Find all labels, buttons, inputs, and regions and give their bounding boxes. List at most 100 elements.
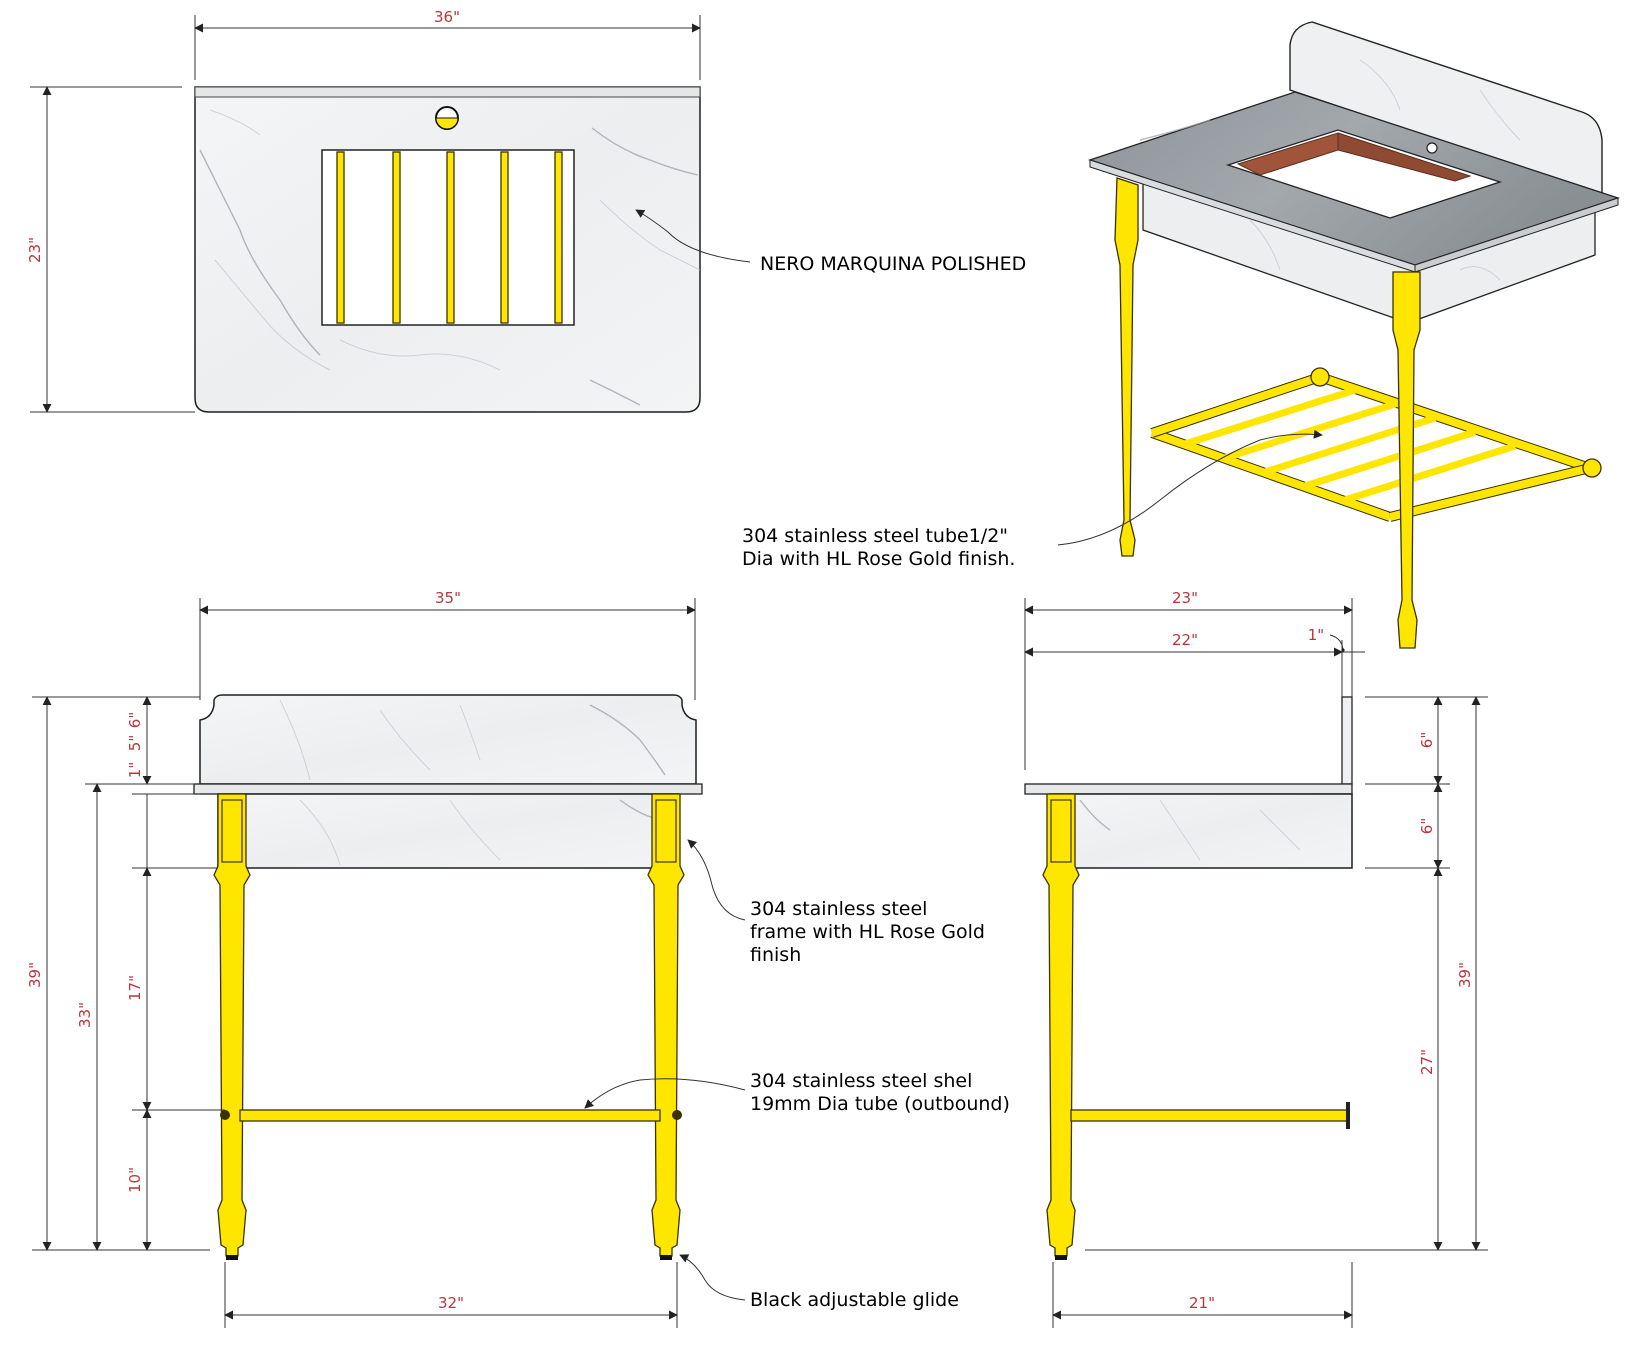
front-leg-right-panel (655, 799, 677, 863)
side-leg-label: 27" (1418, 1049, 1436, 1075)
side-top-slab (1024, 783, 1353, 795)
iso-tube-note-line2: Dia with HL Rose Gold finish. (742, 548, 1015, 570)
iso-tube-note-line1: 304 stainless steel tube1/2" (742, 525, 1008, 547)
side-view: 23" 22" 1" 6" 6" 27" 39" (1024, 589, 1488, 1328)
front-vein (299, 799, 341, 866)
iso-shelf-back-rail (1318, 373, 1592, 472)
front-leg-right (647, 793, 685, 1257)
front-backsplash (199, 694, 697, 785)
side-leg (1042, 793, 1080, 1257)
plan-vein-4 (599, 199, 701, 271)
iso-backing-wood-side (1337, 132, 1472, 182)
front-leg-span-label: 32" (438, 1294, 464, 1312)
front-leg-left (213, 793, 251, 1257)
iso-vein (1359, 59, 1401, 111)
front-counter-height-label: 33" (76, 1002, 94, 1028)
side-apron (1049, 793, 1353, 869)
iso-view (1087, 21, 1621, 649)
side-shelf-end (1346, 1102, 1350, 1129)
plan-width-label: 36" (434, 8, 460, 26)
plan-depth-label: 23" (26, 237, 44, 263)
front-shelf-tube (239, 1109, 661, 1122)
iso-shelf-cap (1582, 458, 1602, 478)
iso-top-edge-side (1414, 197, 1619, 273)
plan-vein-7 (209, 109, 261, 136)
side-vein (1079, 799, 1111, 831)
plan-vein-6 (339, 339, 501, 371)
front-leg-left-panel (221, 799, 243, 863)
front-apron (217, 793, 679, 869)
side-vein (1259, 809, 1301, 851)
front-glide-right (660, 1255, 672, 1260)
front-frame-note-line1: 304 stainless steel (750, 898, 927, 920)
front-shelf-cap-right (672, 1110, 682, 1120)
plan-shelf-bar (446, 151, 455, 324)
faucet-hole-fill (435, 117, 459, 130)
iso-faucet-hole (1426, 142, 1438, 154)
plan-shelf-bars (336, 151, 563, 324)
front-top-slab (193, 783, 703, 795)
iso-vein (1479, 89, 1521, 141)
plan-shelf-bar (500, 151, 509, 324)
front-topslab-label: 1" (126, 762, 144, 778)
front-frame-note-line2: frame with HL Rose Gold (750, 921, 985, 943)
front-glide-left (226, 1255, 238, 1260)
side-overall-height-label: 39" (1456, 962, 1474, 988)
front-glide-leader (679, 1254, 746, 1301)
side-inner-depth-label: 22" (1172, 631, 1198, 649)
plan-view: 36" 23" NERO MARQUINA POLISHED (26, 8, 1026, 413)
side-apron-label: 6" (1418, 818, 1436, 834)
side-base-depth-label: 21" (1189, 1294, 1215, 1312)
front-overall-height-label: 39" (26, 962, 44, 988)
side-vein (1159, 799, 1201, 861)
front-backsplash-label: 5" (126, 735, 144, 751)
plan-vein-1 (199, 149, 321, 356)
iso-leg-front-left (1114, 177, 1139, 557)
front-shelf-note-line2: 19mm Dia tube (outbound) (750, 1093, 1010, 1115)
iso-vein (1459, 266, 1501, 281)
iso-vein (1139, 119, 1211, 141)
front-frame-leader (687, 839, 746, 921)
iso-shelf-slat (1303, 428, 1477, 490)
iso-shelf-front-rail (1150, 429, 1392, 521)
front-vein (379, 709, 431, 771)
plan-vein-5 (589, 379, 641, 406)
plan-shelf-bar (336, 151, 345, 324)
side-leg-panel (1050, 799, 1072, 863)
side-backsplash (1341, 696, 1353, 785)
plan-vein-3 (591, 127, 699, 176)
side-thk-leader (1329, 634, 1345, 652)
front-leg-lower-label: 10" (126, 1167, 144, 1193)
side-backsplash-height-label: 6" (1418, 732, 1436, 748)
front-vein (279, 699, 311, 781)
side-backsplash-thk-label: 1" (1308, 626, 1324, 644)
iso-shelf-slat (1343, 442, 1517, 504)
iso-shelf (1150, 367, 1602, 522)
front-shelf-note-line1: 304 stainless steel shel (750, 1070, 972, 1092)
plan-backsplash-edge (194, 86, 701, 98)
side-shelf-arm (1070, 1109, 1348, 1122)
iso-vein (1249, 219, 1281, 271)
front-vein (589, 704, 666, 776)
iso-leg-front-right (1392, 271, 1421, 649)
front-vein (459, 704, 481, 761)
plan-vein-2 (214, 259, 331, 371)
side-glide (1055, 1255, 1067, 1260)
iso-tube-leader (1057, 429, 1323, 546)
front-view: 35" 39" 33" (26, 589, 1010, 1328)
front-shelf-leader (584, 1078, 746, 1109)
front-width-label: 35" (435, 589, 461, 607)
front-frame-note-line3: finish (750, 944, 801, 966)
plan-shelf-bar (392, 151, 401, 324)
iso-shelf-slat (1223, 400, 1397, 462)
front-shelf-cap-left (220, 1110, 230, 1120)
iso-shelf-cap (1310, 367, 1330, 387)
front-glide-note: Black adjustable glide (750, 1289, 959, 1311)
side-depth-label: 23" (1172, 589, 1198, 607)
plan-shelf-bar (554, 151, 563, 324)
iso-shelf-left-rail (1150, 373, 1322, 437)
iso-shelf-right-rail (1389, 464, 1591, 521)
front-apron-label: 6" (126, 712, 144, 728)
front-leg-upper-label: 17" (126, 975, 144, 1001)
